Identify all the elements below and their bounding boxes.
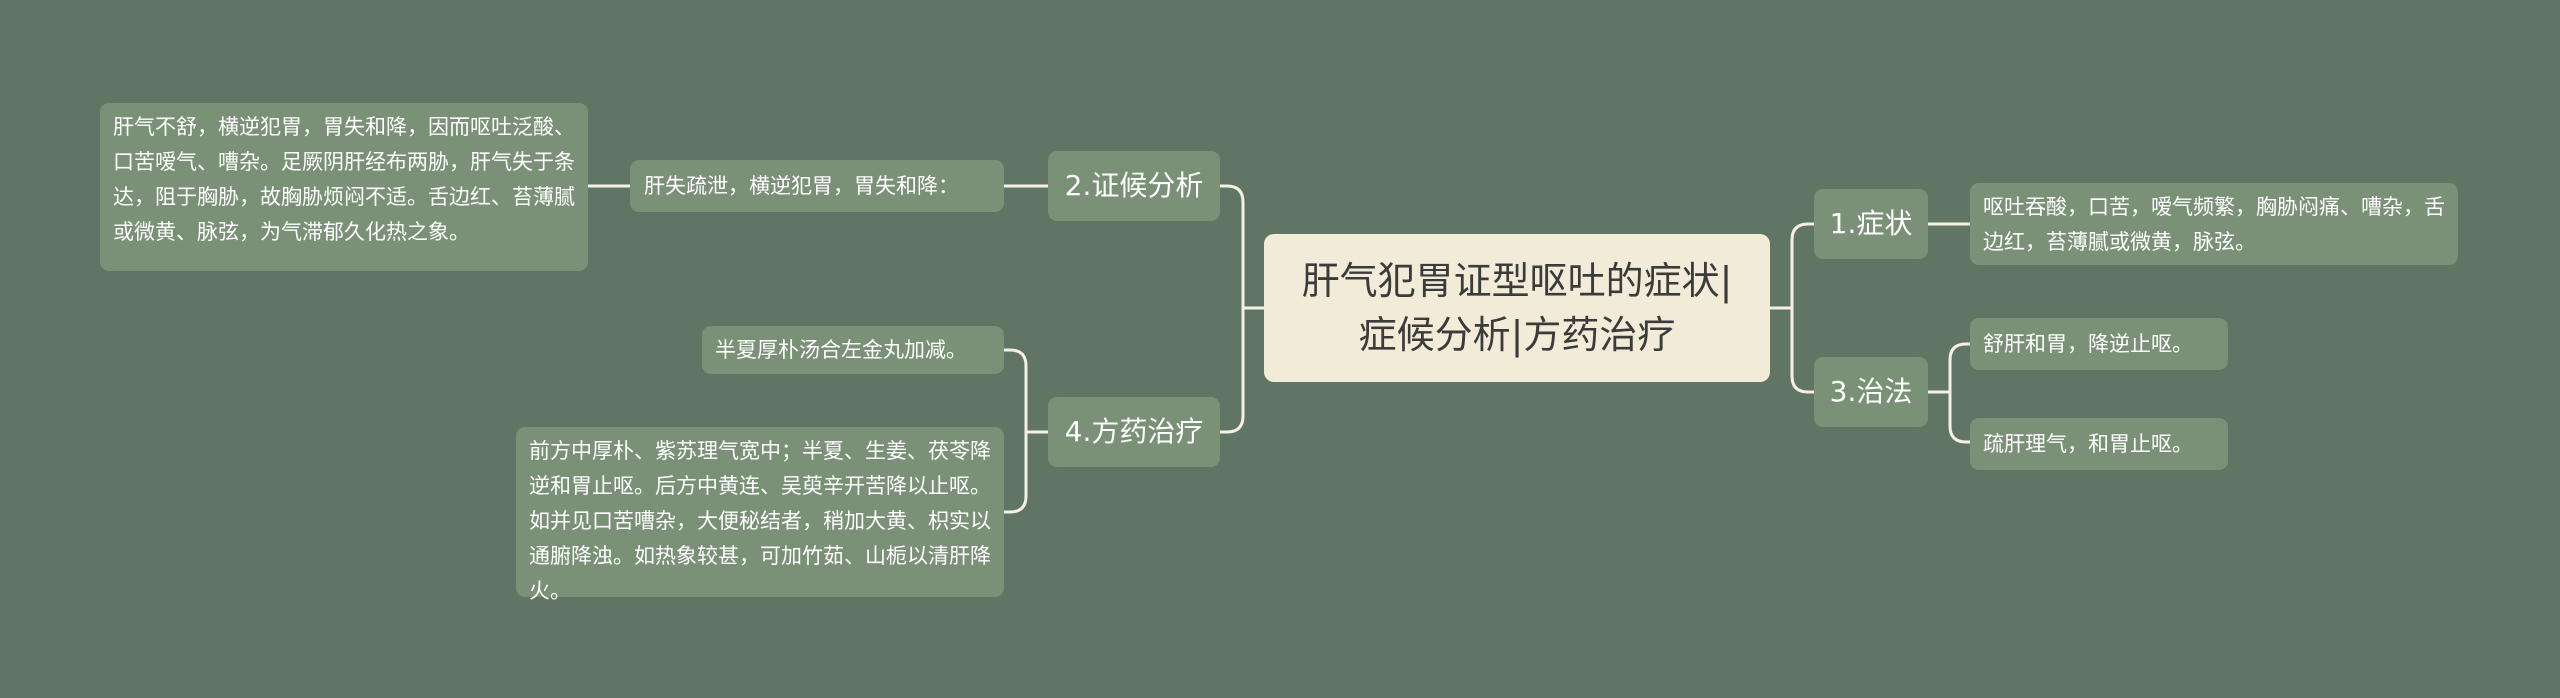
prescription-detail-node[interactable]: 前方中厚朴、紫苏理气宽中；半夏、生姜、茯苓降逆和胃止呕。后方中黄连、吴萸辛开苦降… bbox=[516, 427, 1004, 603]
link-prescription-item2 bbox=[1002, 430, 1028, 514]
analysis-mid-node[interactable]: 肝失疏泄，横逆犯胃，胃失和降： bbox=[630, 160, 1004, 212]
link-prescription-item1 bbox=[1002, 348, 1050, 434]
treatment-item-2[interactable]: 疏肝理气，和胃止呕。 bbox=[1970, 418, 2228, 470]
treatment-item-1[interactable]: 舒肝和胃，降逆止呕。 bbox=[1970, 318, 2228, 370]
branch-prescription[interactable]: 4.方药治疗 bbox=[1048, 397, 1220, 467]
link-root-prescription bbox=[1218, 306, 1245, 434]
link-root-symptoms bbox=[1768, 222, 1816, 310]
root-topic[interactable]: 肝气犯胃证型呕吐的症状|症候分析|方药治疗 bbox=[1264, 234, 1770, 382]
branch-symptoms[interactable]: 1.症状 bbox=[1814, 189, 1928, 259]
branch-analysis[interactable]: 2.证候分析 bbox=[1048, 151, 1220, 221]
branch-treatment[interactable]: 3.治法 bbox=[1814, 357, 1928, 427]
link-treatment-item2 bbox=[1948, 390, 1972, 444]
symptoms-detail-node[interactable]: 呕吐吞酸，口苦，嗳气频繁，胸胁闷痛、嘈杂，舌边红，苔薄腻或微黄，脉弦。 bbox=[1970, 183, 2458, 265]
link-treatment-item1 bbox=[1926, 342, 1972, 394]
prescription-formula-node[interactable]: 半夏厚朴汤合左金丸加减。 bbox=[702, 326, 1004, 374]
link-root-analysis bbox=[1218, 184, 1266, 310]
link-root-treatment bbox=[1790, 306, 1816, 394]
analysis-detail-node[interactable]: 肝气不舒，横逆犯胃，胃失和降，因而呕吐泛酸、口苦嗳气、嘈杂。足厥阴肝经布两胁，肝… bbox=[100, 103, 588, 271]
